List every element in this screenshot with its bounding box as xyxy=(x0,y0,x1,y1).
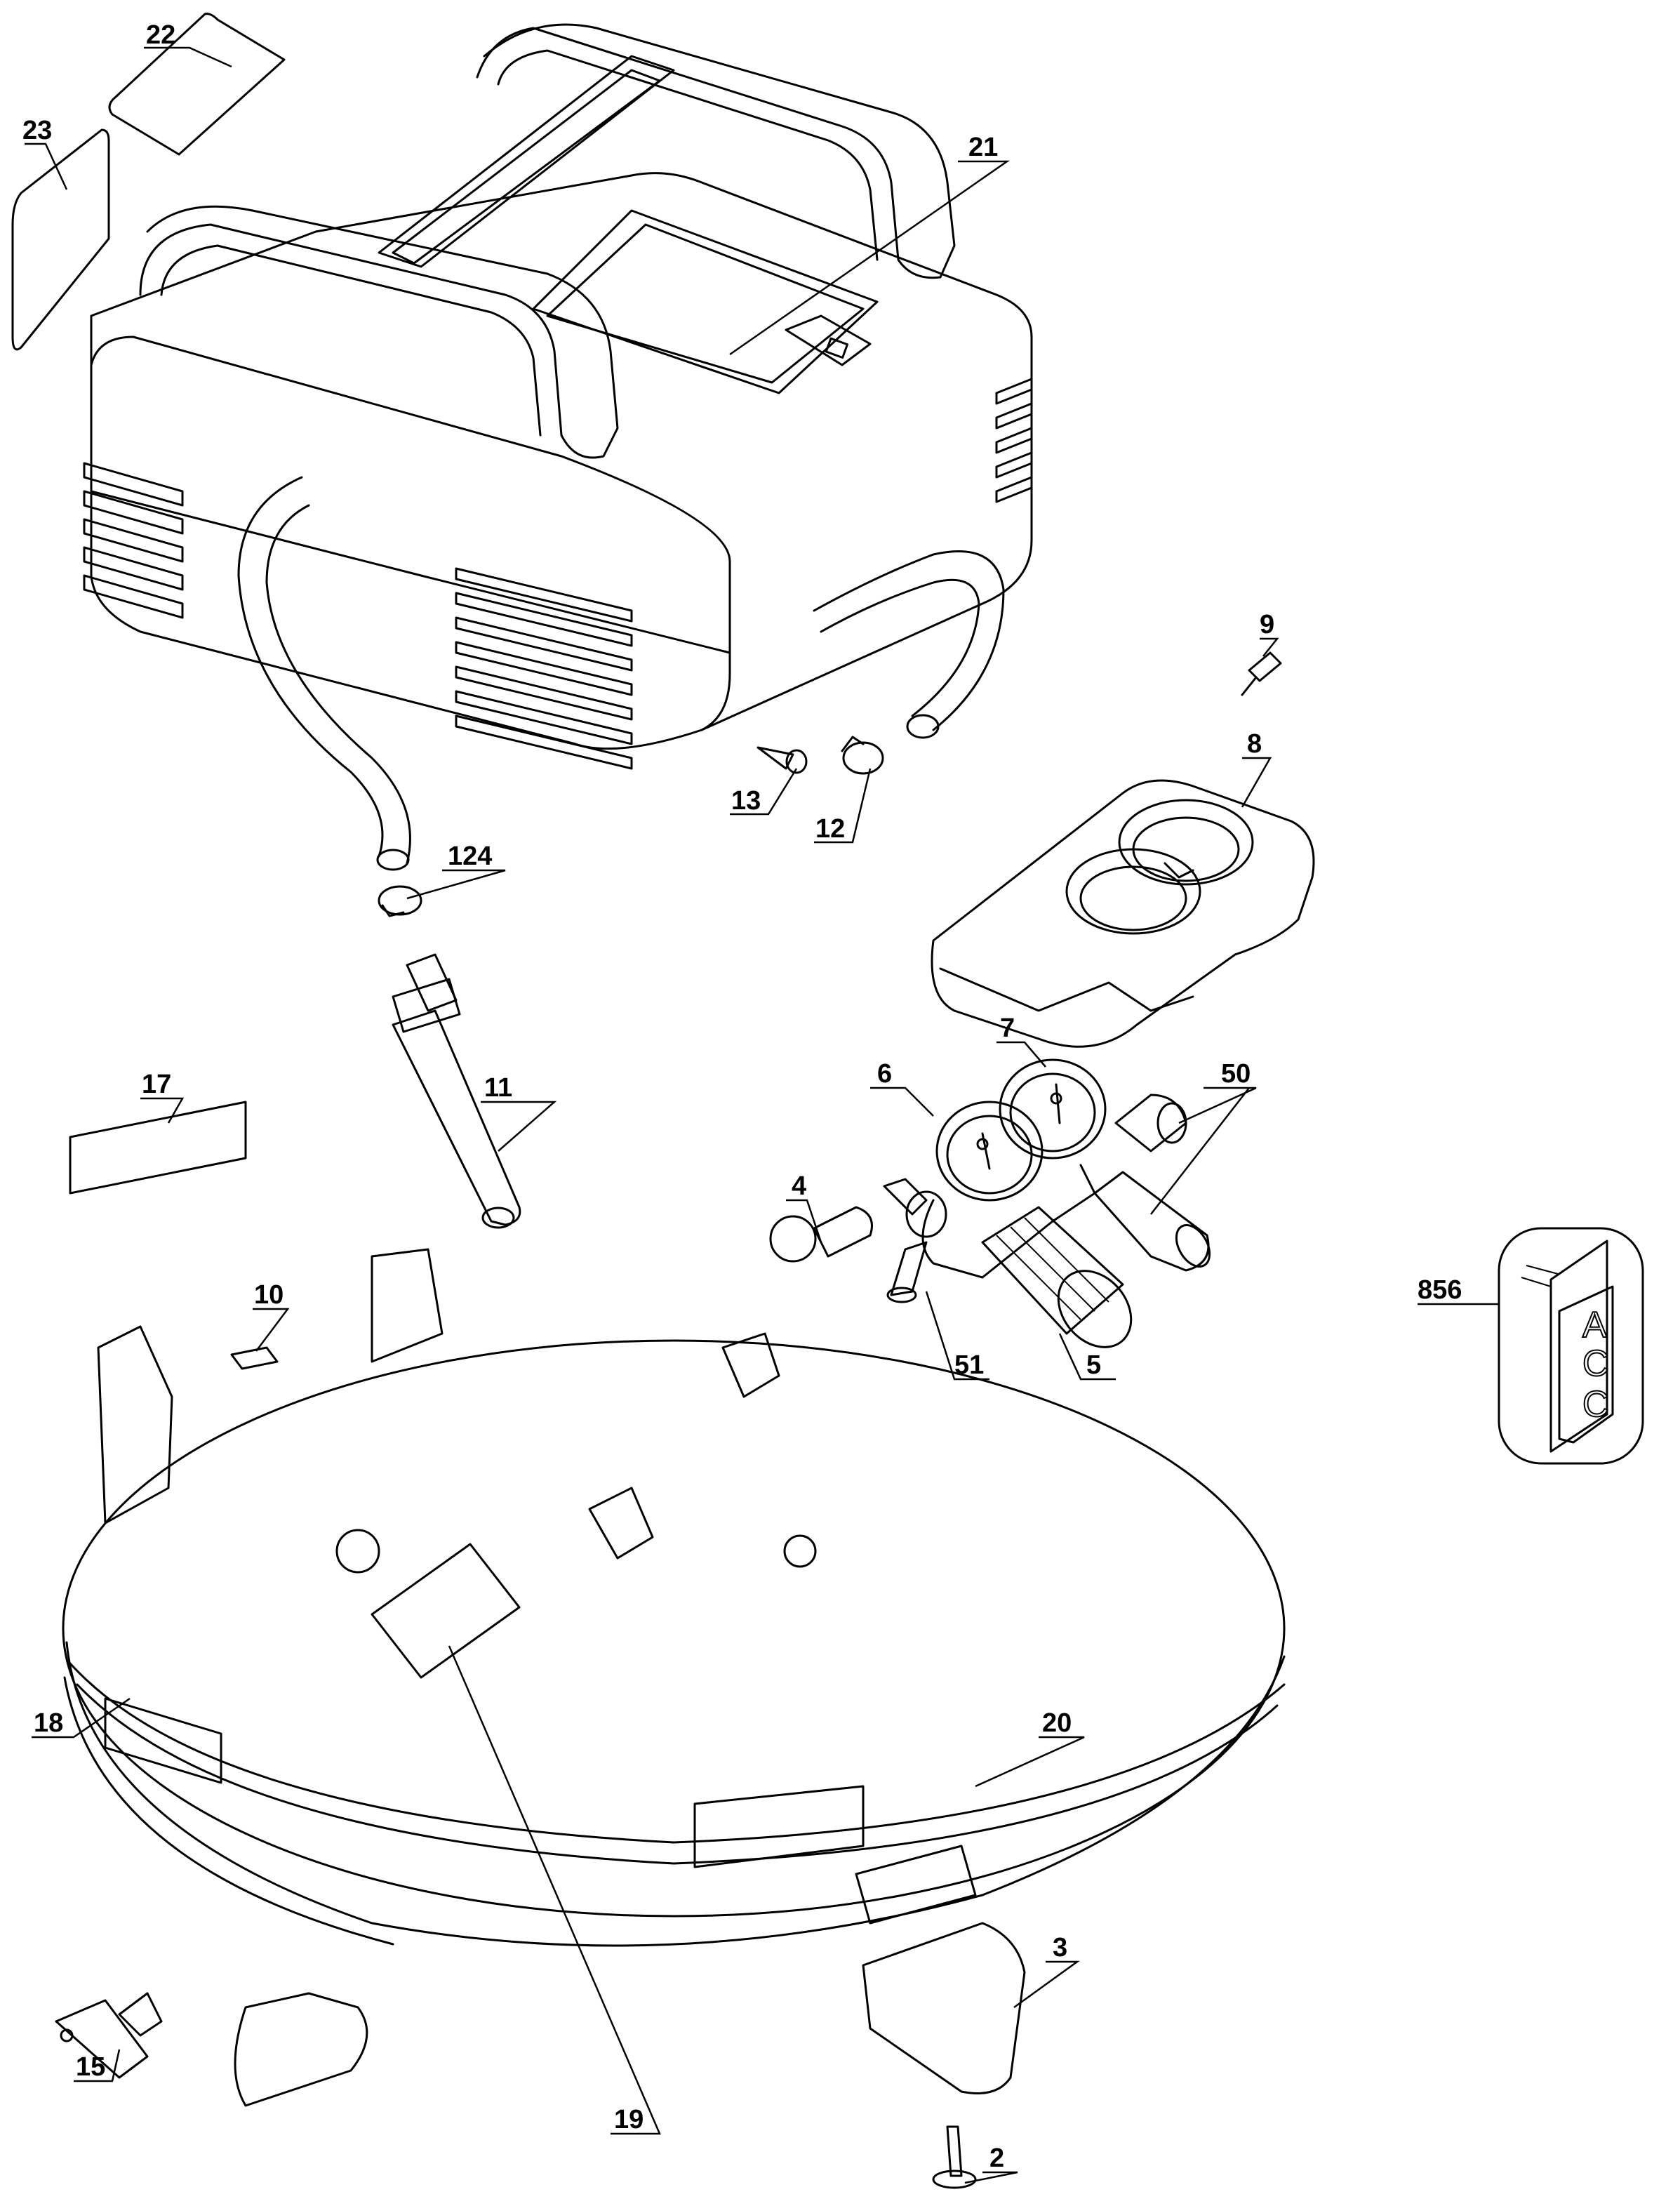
callout-21: 21 xyxy=(968,133,998,162)
left-vent-grille xyxy=(83,462,184,619)
part-5-regulator-knob xyxy=(981,1206,1133,1348)
part-17-label xyxy=(69,1101,247,1195)
accessory-letter-c1: C xyxy=(1582,1343,1609,1384)
callout-3: 3 xyxy=(1053,1933,1067,1962)
tank-label-front xyxy=(693,1785,865,1868)
callout-15: 15 xyxy=(76,2052,105,2082)
part-51-nipple xyxy=(886,1241,928,1303)
part-4-safety-valve xyxy=(769,1206,873,1263)
right-vent-grille xyxy=(995,378,1033,503)
part-20-tank xyxy=(62,1248,1286,2107)
part-15-drain-valve xyxy=(55,1992,163,2079)
callout-11: 11 xyxy=(484,1073,512,1103)
part-7-tank-gauge xyxy=(999,1058,1107,1160)
callout-12: 12 xyxy=(815,814,845,844)
callout-19: 19 xyxy=(614,2105,644,2134)
callout-17: 17 xyxy=(142,1070,171,1099)
part-2-screw xyxy=(932,2125,977,2189)
callout-9: 9 xyxy=(1260,610,1274,639)
callout-7: 7 xyxy=(1000,1014,1015,1043)
callout-4: 4 xyxy=(792,1171,806,1201)
accessory-letter-c2: C xyxy=(1582,1384,1609,1425)
callout-51: 51 xyxy=(954,1350,984,1380)
part-19-label xyxy=(371,1543,521,1679)
part-11-tube-fitting xyxy=(392,953,521,1229)
part-23-label xyxy=(11,128,110,351)
callout-2: 2 xyxy=(989,2144,1004,2173)
callout-8: 8 xyxy=(1247,729,1262,759)
part-10-pad xyxy=(230,1346,279,1370)
accessory-letter-a: A xyxy=(1582,1305,1607,1345)
part-21-shroud-assembly xyxy=(83,23,1033,871)
callout-5: 5 xyxy=(1086,1350,1101,1380)
part-856-accessory-kit: A C C xyxy=(1498,1227,1644,1465)
part-8-manifold-cover xyxy=(931,779,1315,1048)
callout-124: 124 xyxy=(448,842,492,871)
callout-50: 50 xyxy=(1221,1059,1251,1089)
manifold-body xyxy=(883,1164,1096,1279)
part-13-screw xyxy=(756,746,808,774)
callout-10: 10 xyxy=(254,1280,284,1310)
callout-20: 20 xyxy=(1042,1708,1072,1738)
callout-labels: 22 23 21 9 8 13 12 124 17 11 7 6 50 4 51… xyxy=(22,20,1462,2173)
part-12-hose-clamp xyxy=(841,736,884,775)
part-124-hose-clamp xyxy=(378,885,422,917)
part-50-quick-coupler xyxy=(1093,1094,1211,1272)
callout-leaders xyxy=(25,46,1499,2184)
callout-22: 22 xyxy=(146,20,175,50)
callout-23: 23 xyxy=(22,116,52,145)
callout-856: 856 xyxy=(1418,1275,1462,1305)
part-6-regulated-gauge xyxy=(935,1101,1044,1202)
callout-13: 13 xyxy=(731,786,761,816)
callout-6: 6 xyxy=(877,1059,892,1089)
part-9-screw xyxy=(1241,651,1282,696)
callout-18: 18 xyxy=(34,1708,63,1738)
front-vent-grille xyxy=(455,567,633,770)
part-22-label xyxy=(108,13,286,156)
part-18-label xyxy=(104,1697,222,1784)
